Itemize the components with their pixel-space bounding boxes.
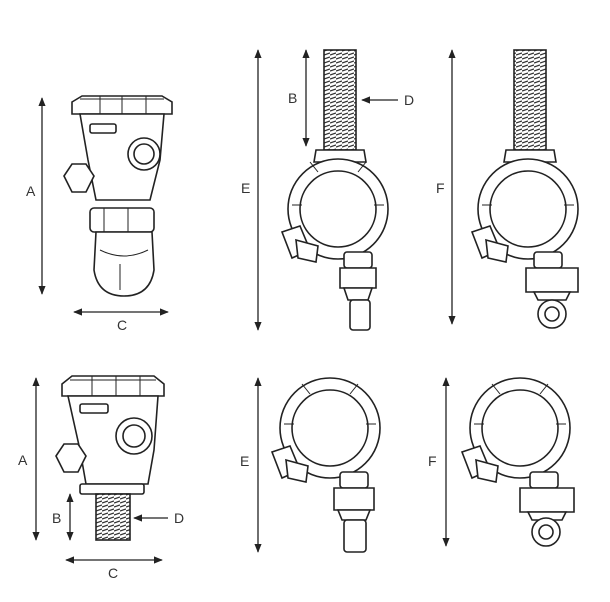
bottom-left-label-c: C [108, 565, 118, 581]
bottom-right-dimension-f: F [428, 377, 450, 547]
bottom-right-label-f: F [428, 453, 437, 469]
bottom-mid-label-e: E [240, 453, 249, 469]
top-mid-dimension-e: E [241, 49, 262, 331]
bottom-right-clamp-view [460, 377, 575, 547]
top-right-label-f: F [436, 180, 445, 196]
bottom-left-label-a: A [18, 452, 28, 468]
top-left-valve-view [63, 95, 173, 297]
bottom-mid-clamp-view [270, 377, 381, 553]
top-right-clamp-view [470, 49, 579, 329]
top-left-label-a: A [26, 183, 36, 199]
top-mid-label-b: B [288, 90, 297, 106]
bottom-mid-dimension-e: E [240, 377, 262, 553]
top-mid-label-d: D [404, 92, 414, 108]
top-right-dimension-f: F [436, 49, 456, 325]
top-left-dimension-a: A [26, 97, 46, 295]
top-mid-pointer-d: D [361, 92, 414, 108]
top-mid-dimension-b: B [288, 49, 310, 147]
top-mid-label-e: E [241, 180, 250, 196]
bottom-left-dimension-b: B [52, 493, 74, 541]
bottom-left-label-b: B [52, 510, 61, 526]
top-mid-clamp-view [280, 49, 389, 331]
top-left-dimension-c: C [73, 308, 169, 333]
bottom-left-valve-view [55, 375, 165, 541]
bottom-left-label-d: D [174, 510, 184, 526]
bottom-left-pointer-d: D [133, 510, 184, 526]
bottom-left-dimension-c: C [65, 556, 163, 581]
top-left-label-c: C [117, 317, 127, 333]
bottom-left-dimension-a: A [18, 377, 40, 541]
